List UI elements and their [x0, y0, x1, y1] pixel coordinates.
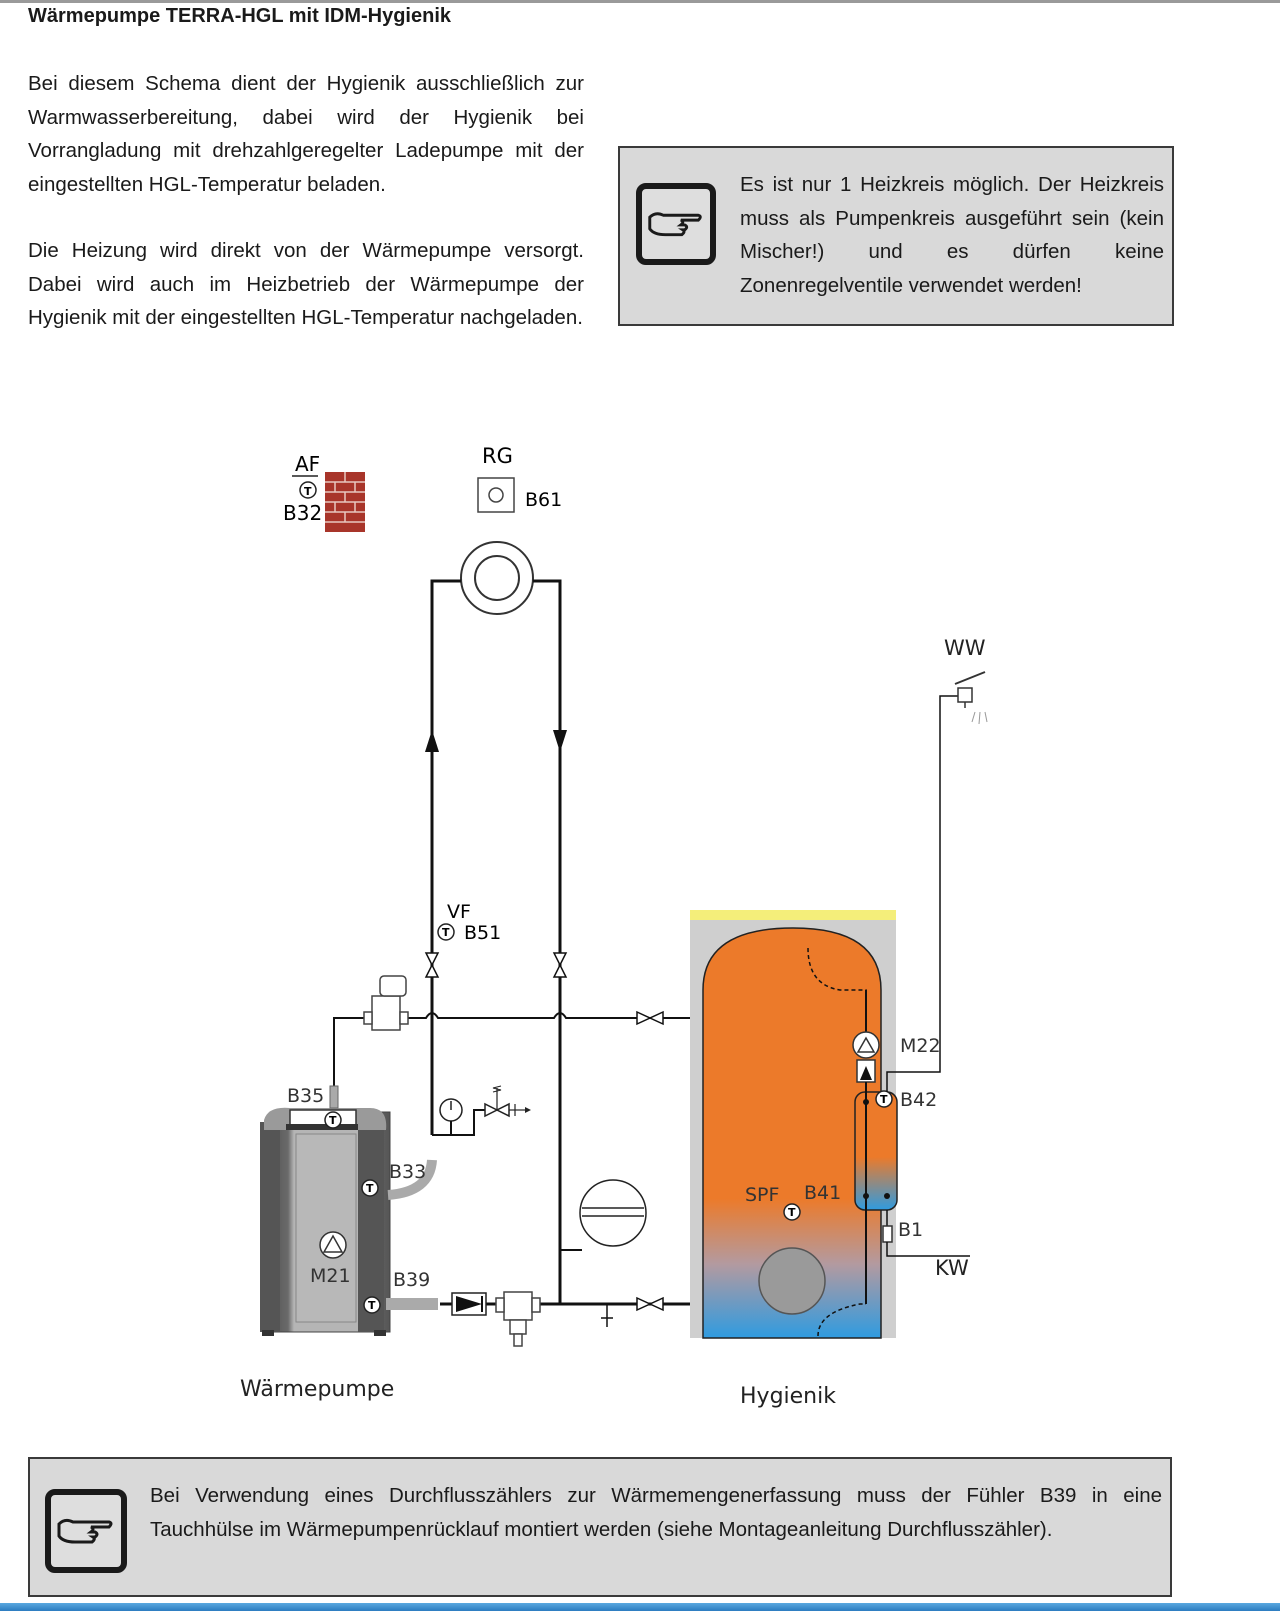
note-text-flow-meter: Bei Verwendung eines Durchflusszählers z…	[150, 1484, 1162, 1541]
sensor-b41: T	[783, 1203, 801, 1221]
shutoff-valves	[424, 952, 568, 978]
svg-text:B61: B61	[525, 489, 562, 511]
expansion-vessel	[560, 1179, 647, 1251]
heating-pipes	[430, 579, 562, 1304]
tap-faucet-icon	[954, 671, 988, 725]
svg-text:T: T	[442, 926, 450, 939]
label-b33: B33	[389, 1161, 426, 1183]
heat-pump-unit	[260, 1107, 391, 1336]
svg-text:B32: B32	[283, 501, 322, 525]
note-box-flow-meter: Bei Verwendung eines Durchflusszählers z…	[28, 1457, 1172, 1597]
svg-text:VF: VF	[447, 901, 471, 923]
hygienik-tank	[690, 910, 896, 1339]
heat-pump-connector-b35	[329, 1085, 339, 1109]
svg-text:T: T	[880, 1093, 888, 1106]
flow-arrow-down	[553, 730, 567, 752]
note-text-heating-circuit: Es ist nur 1 Heizkreis möglich. Der Heiz…	[740, 173, 1164, 297]
tank-valve-top	[636, 1010, 664, 1026]
svg-text:T: T	[788, 1206, 796, 1219]
label-ww: WW	[944, 636, 986, 660]
label-b1: B1	[898, 1219, 923, 1241]
svg-text:T: T	[329, 1114, 337, 1127]
sensor-b42: T	[875, 1090, 893, 1108]
three-way-valve	[363, 975, 409, 1031]
check-valve	[451, 1292, 487, 1316]
page-title: Wärmepumpe TERRA-HGL mit IDM-Hygienik	[28, 5, 451, 27]
note-box-heating-circuit: Es ist nur 1 Heizkreis möglich. Der Heiz…	[618, 146, 1174, 326]
sensor-b33: T	[361, 1179, 379, 1197]
dirt-separator	[495, 1291, 541, 1347]
svg-text:B51: B51	[464, 922, 501, 944]
caption-heat-pump: Wärmepumpe	[240, 1377, 394, 1402]
label-kw: KW	[935, 1256, 969, 1280]
heating-circuit-symbol	[460, 541, 534, 615]
hot-water-line	[886, 695, 958, 1092]
pressure-gauge-safety-valve	[432, 1085, 531, 1136]
flow-sensor-vf: VF T B51	[437, 901, 501, 944]
sensor-b35: T	[324, 1111, 342, 1129]
svg-text:T: T	[368, 1299, 376, 1312]
supply-pipe-tank	[333, 1012, 690, 1086]
flex-hose-b33	[387, 1159, 437, 1200]
plate-heat-exchanger	[854, 1082, 898, 1304]
label-b39: B39	[393, 1269, 430, 1291]
intro-paragraph: Bei diesem Schema dient der Hygienik aus…	[28, 72, 584, 196]
heating-paragraph: Die Heizung wird direkt von der Wärmepum…	[28, 239, 584, 329]
label-b35: B35	[287, 1085, 324, 1107]
flex-hose-b39	[386, 1298, 438, 1310]
room-controller-rg: RG B61	[477, 444, 562, 513]
tank-valve-bottom	[636, 1296, 664, 1312]
pointing-hand-icon	[45, 1489, 127, 1573]
label-b42: B42	[900, 1089, 937, 1111]
label-spf: SPF	[745, 1184, 779, 1206]
cold-water-line	[882, 1210, 970, 1257]
outdoor-sensor-af: AF T B32	[283, 452, 365, 532]
svg-text:AF: AF	[295, 452, 320, 476]
label-b41: B41	[804, 1182, 841, 1204]
bottom-border	[0, 1603, 1280, 1611]
sensor-b39: T	[363, 1296, 381, 1314]
hydraulic-schema-diagram: AF T B32 RG B61	[240, 444, 988, 1409]
pointing-hand-icon	[636, 183, 716, 265]
label-m21: M21	[310, 1265, 351, 1287]
label-m22: M22	[900, 1035, 941, 1057]
svg-text:T: T	[366, 1182, 374, 1195]
svg-text:T: T	[304, 485, 312, 498]
brick-wall-icon	[325, 472, 365, 532]
top-border	[0, 0, 1280, 3]
caption-hygienik: Hygienik	[740, 1384, 836, 1409]
flow-arrow-up	[425, 730, 439, 752]
svg-text:RG: RG	[482, 444, 513, 468]
